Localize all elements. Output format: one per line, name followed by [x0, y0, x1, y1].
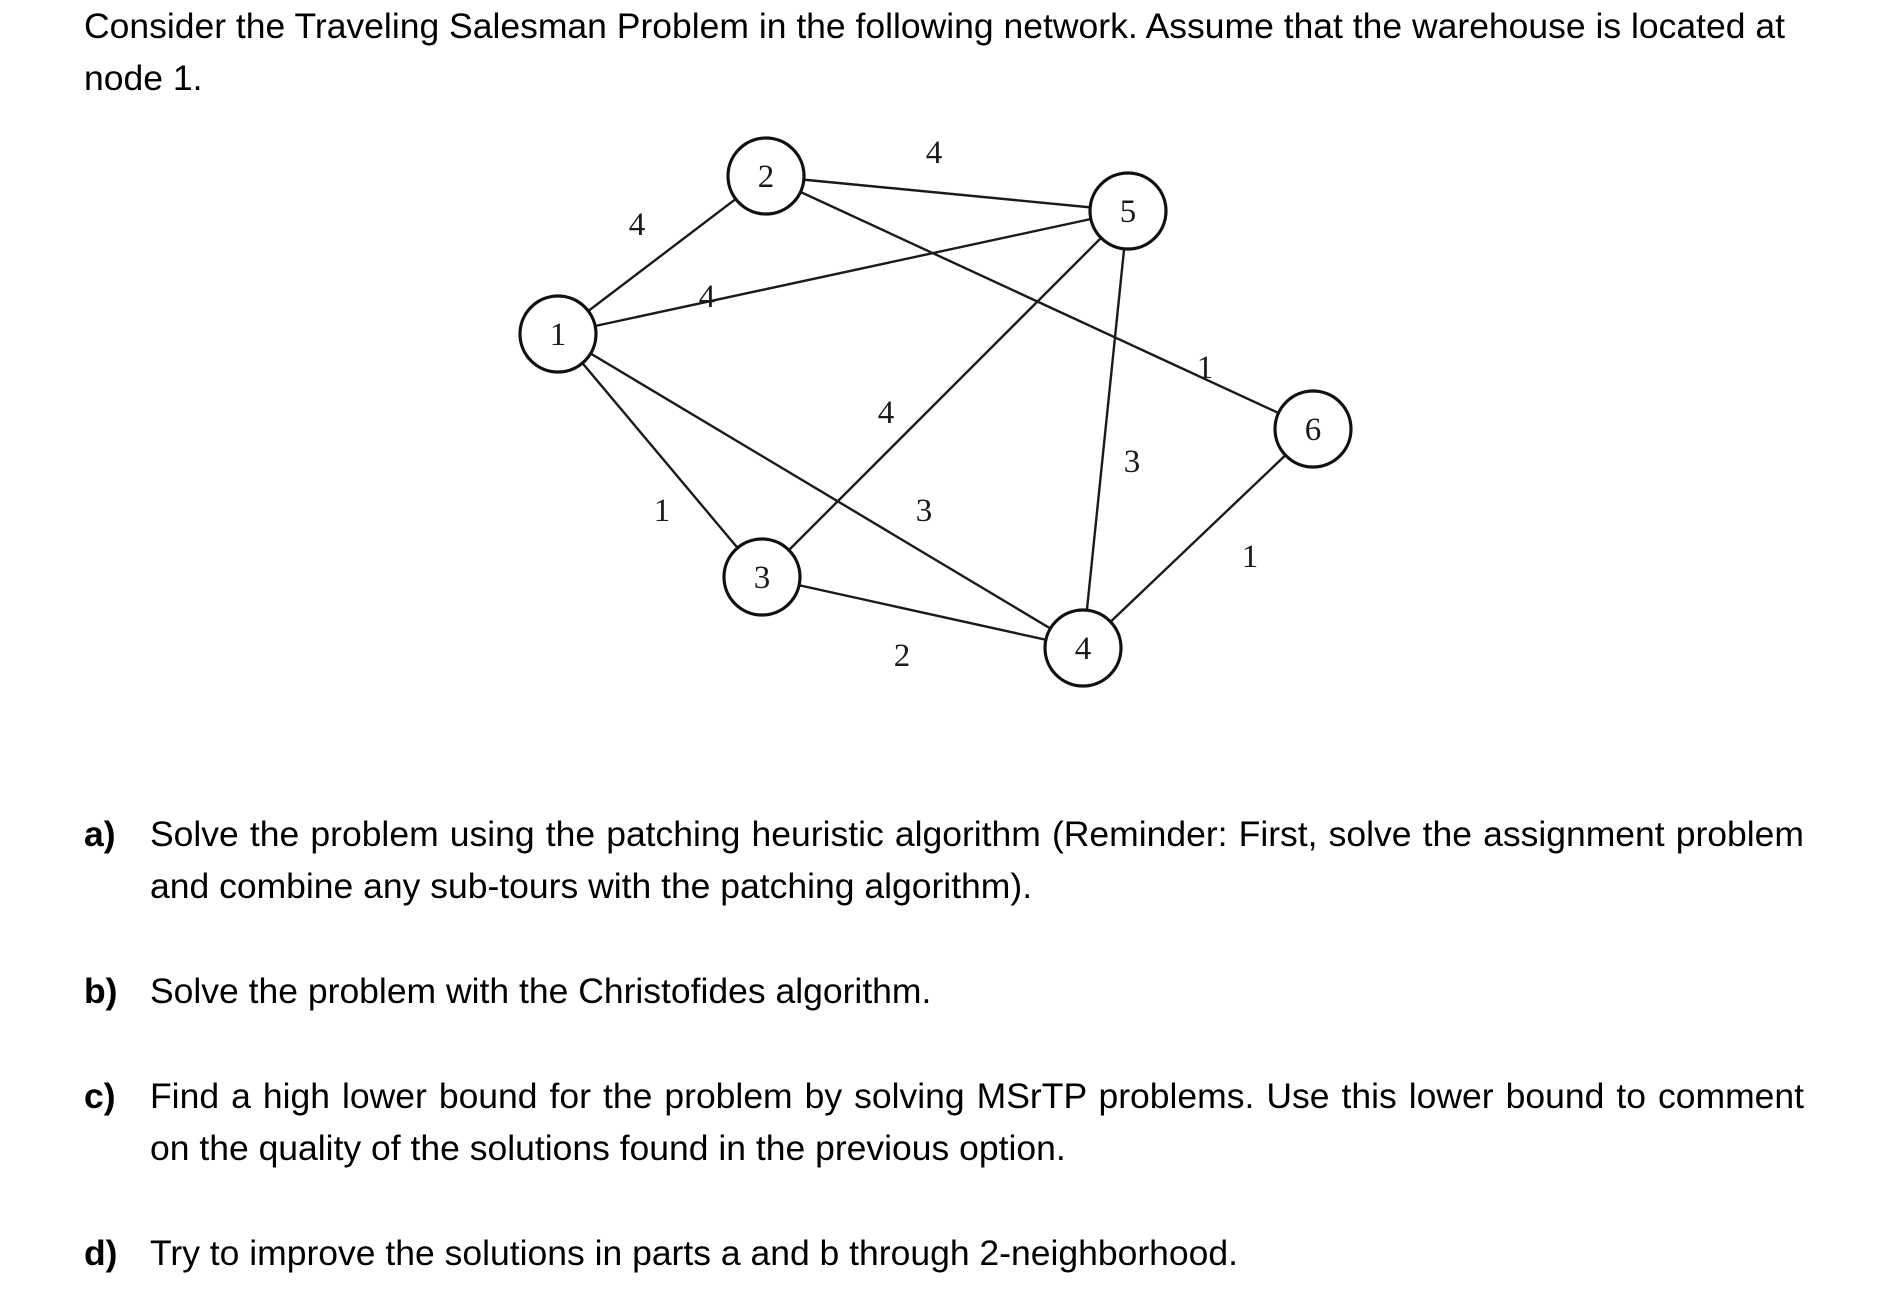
problem-intro: Consider the Traveling Salesman Problem … [84, 6, 1785, 98]
part-b-letter: b) [84, 971, 118, 1011]
part-a-text: Solve the problem using the patching heu… [150, 814, 1804, 906]
weight-4-6: 1 [1242, 539, 1259, 575]
weight-2-5: 4 [926, 135, 943, 171]
part-c-text: Find a high lower bound for the problem … [150, 1076, 1804, 1168]
node-1-label: 1 [550, 317, 567, 353]
node-5-label: 5 [1120, 194, 1137, 230]
edge-1-5 [557, 209, 1129, 336]
edge-2-5 [765, 174, 1129, 213]
weight-2-6: 1 [1197, 350, 1214, 386]
node-3: 3 [722, 537, 802, 617]
weight-3-4: 2 [894, 638, 911, 674]
part-a-letter: a) [84, 814, 116, 854]
weight-1-3: 1 [654, 493, 671, 529]
node-6-label: 6 [1305, 412, 1322, 448]
node-4-label: 4 [1075, 631, 1092, 667]
edge-1-4 [557, 332, 1084, 650]
node-5: 5 [1088, 171, 1168, 251]
weight-1-4: 3 [916, 493, 933, 529]
node-2-label: 2 [758, 159, 775, 195]
weight-3-5: 4 [878, 395, 895, 431]
edge-1-3 [557, 333, 763, 578]
node-4: 4 [1043, 608, 1123, 688]
node-3-label: 3 [754, 560, 771, 596]
edge-2-6 [765, 174, 1314, 431]
edge-4-6 [1082, 428, 1314, 649]
part-d-text: Try to improve the solutions in parts a … [150, 1233, 1239, 1273]
edge-3-5 [761, 210, 1129, 578]
node-2: 2 [726, 136, 806, 216]
weight-1-2: 4 [629, 207, 646, 243]
edge-1-2 [557, 175, 767, 335]
edge-5-4 [1081, 210, 1130, 649]
node-6: 6 [1273, 389, 1353, 469]
node-1: 1 [518, 294, 598, 374]
part-b-text: Solve the problem with the Christofides … [150, 971, 932, 1011]
edge-3-4 [761, 575, 1084, 650]
weight-5-4: 3 [1124, 444, 1141, 480]
part-c-letter: c) [84, 1076, 116, 1116]
part-d-letter: d) [84, 1233, 118, 1273]
weight-1-5: 4 [699, 279, 716, 315]
